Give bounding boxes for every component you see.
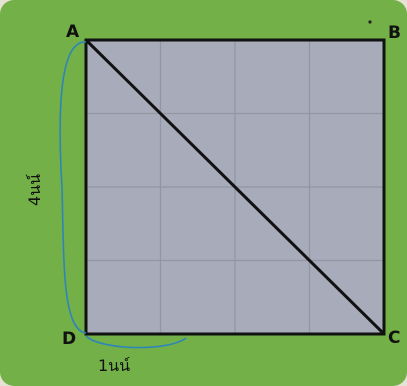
unit-grid <box>86 40 384 334</box>
unit-brace <box>85 335 187 349</box>
side-brace <box>59 41 87 334</box>
side-length-label: 4นน์ <box>25 174 44 206</box>
marker-dot <box>368 20 372 24</box>
diagonal-ac <box>84 38 386 336</box>
square-outline <box>84 38 386 336</box>
vertex-label-a: A <box>66 22 80 42</box>
unit-length-label: 1นน์ <box>98 356 130 375</box>
vertex-label-c: C <box>388 328 400 348</box>
vertex-label-d: D <box>62 329 76 349</box>
vertex-label-b: B <box>388 23 401 43</box>
